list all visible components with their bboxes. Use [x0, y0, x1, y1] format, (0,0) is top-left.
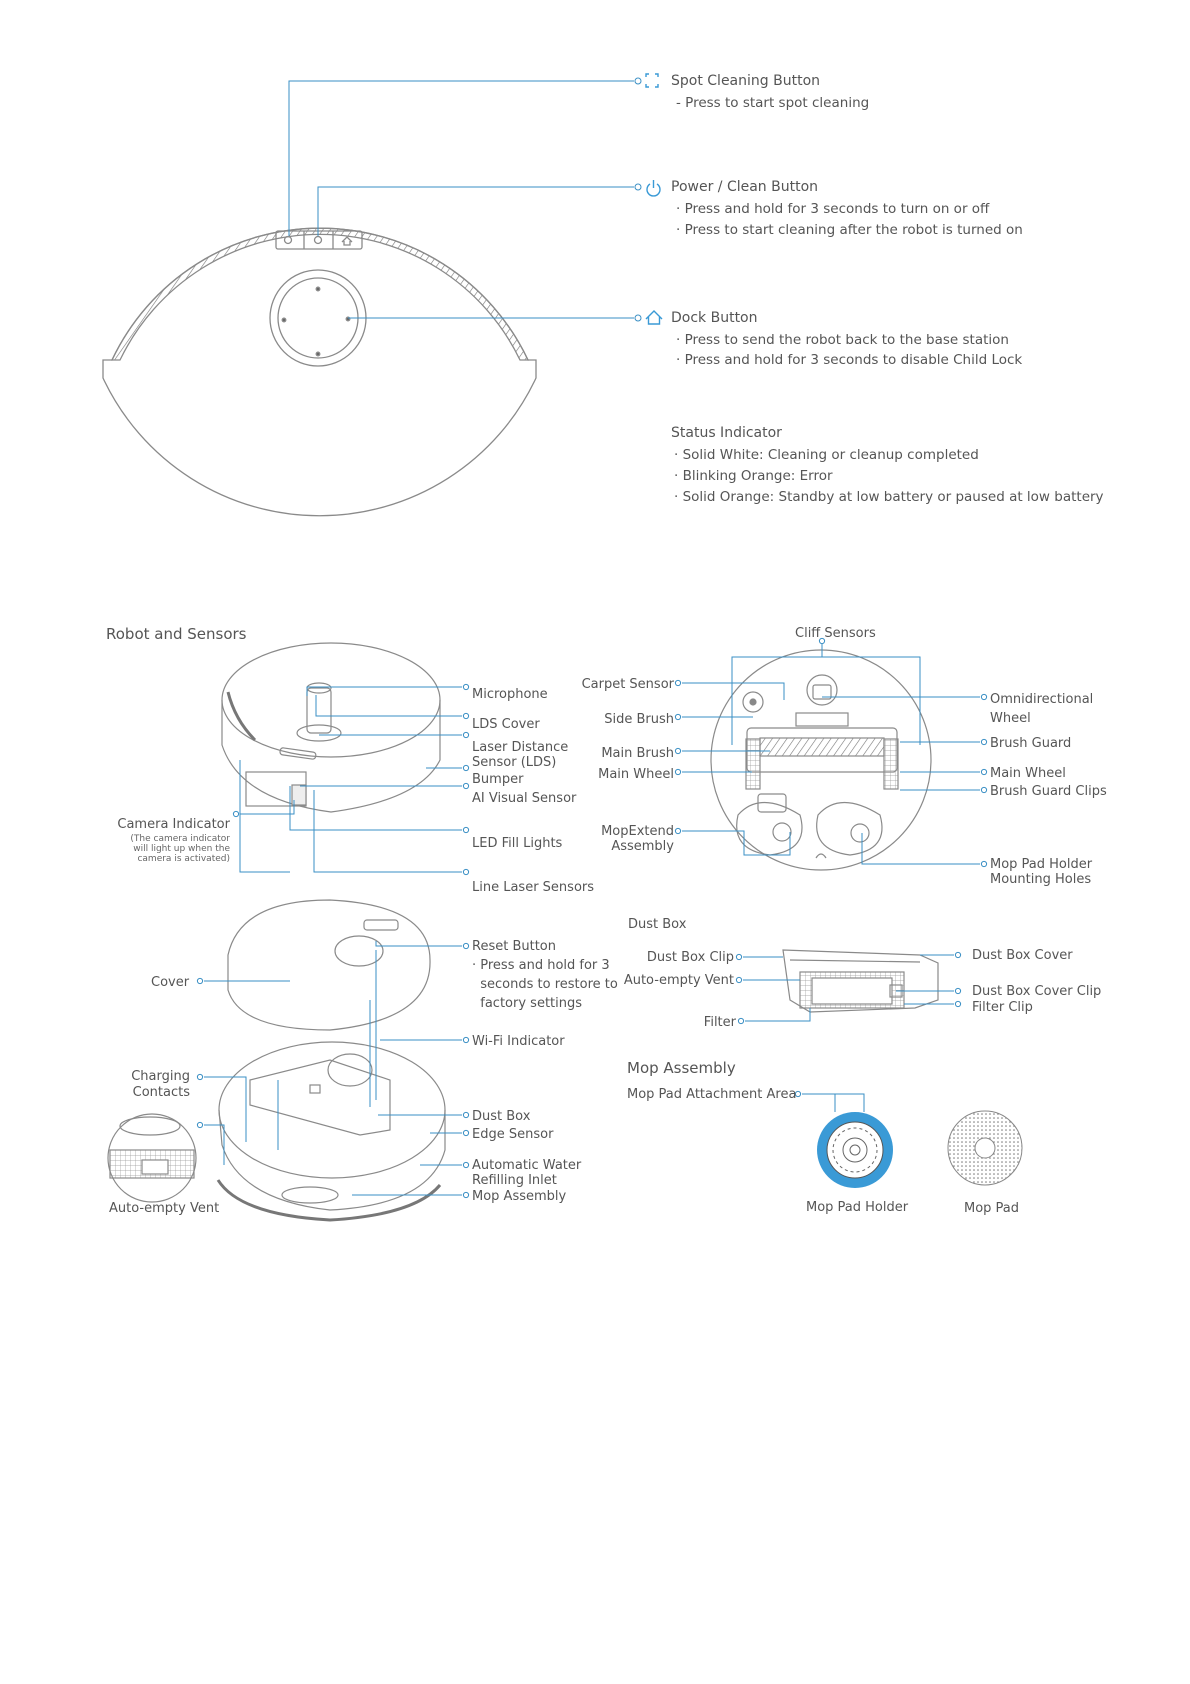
- label-mopextend: MopExtend Assembly: [601, 824, 674, 854]
- robot-bottom-view: [710, 649, 932, 871]
- label-cliff-sensors: Cliff Sensors: [795, 626, 876, 641]
- dock-button-desc-2: · Press and hold for 3 seconds to disabl…: [676, 352, 1023, 368]
- label-camera-indicator: Camera Indicator: [117, 817, 230, 832]
- camera-indicator-note: (The camera indicator will light up when…: [130, 834, 230, 864]
- label-mop-assembly-open: Mop Assembly: [472, 1189, 567, 1204]
- home-icon: [645, 310, 663, 325]
- robot-sensors-heading: Robot and Sensors: [106, 625, 247, 643]
- label-mop-pad: Mop Pad: [964, 1201, 1020, 1216]
- bottom-leaders: [674, 637, 988, 868]
- button-panel: [275, 230, 363, 250]
- label-filter: Filter: [703, 1015, 736, 1030]
- label-dust-box-cover-clip: Dust Box Cover Clip: [972, 984, 1102, 999]
- status-line-3: · Solid Orange: Standby at low battery o…: [674, 489, 1104, 505]
- label-bumper: Bumper: [472, 772, 524, 787]
- dust-box-heading: Dust Box: [628, 917, 687, 932]
- label-main-wheel-left: Main Wheel: [598, 767, 674, 782]
- cover-shape: [227, 899, 431, 1031]
- label-dust-box-clip: Dust Box Clip: [646, 950, 734, 965]
- status-line-1: · Solid White: Cleaning or cleanup compl…: [674, 447, 979, 463]
- bumper-hatch: [110, 227, 530, 361]
- robot-top-view: [102, 227, 537, 517]
- label-ai-visual-sensor: AI Visual Sensor: [472, 791, 577, 806]
- label-brush-guard-clips: Brush Guard Clips: [990, 784, 1107, 799]
- label-main-wheel-right: Main Wheel: [990, 766, 1066, 781]
- label-cover: Cover: [151, 975, 190, 990]
- mop-leaders: [794, 1090, 865, 1112]
- top-icons: [645, 73, 663, 325]
- label-dust-box-cover: Dust Box Cover: [972, 948, 1073, 963]
- label-dust-auto-empty-vent: Auto-empty Vent: [623, 973, 734, 988]
- mop-pad-drawing: [947, 1110, 1023, 1186]
- reset-button-desc: · Press and hold for 3 seconds to restor…: [472, 958, 618, 1011]
- label-omni-wheel: Omnidirectional Wheel: [990, 692, 1094, 726]
- power-button-desc-1: · Press and hold for 3 seconds to turn o…: [676, 201, 990, 217]
- spot-icon: [645, 73, 659, 88]
- mop-holder-drawing: [817, 1112, 893, 1188]
- spot-button-title: Spot Cleaning Button: [671, 73, 821, 89]
- dust-leaders: [735, 951, 962, 1025]
- label-led-fill-lights: LED Fill Lights: [472, 836, 563, 851]
- status-indicator-title: Status Indicator: [671, 425, 782, 441]
- spot-button-mark: [283, 235, 293, 245]
- label-carpet-sensor: Carpet Sensor: [581, 677, 674, 692]
- open-leaders: [196, 941, 470, 1199]
- label-side-brush: Side Brush: [604, 712, 674, 727]
- mop-assembly-heading: Mop Assembly: [627, 1059, 736, 1077]
- label-mop-pad-holder: Mop Pad Holder: [806, 1200, 909, 1215]
- label-lds: Laser Distance Sensor (LDS): [472, 740, 569, 770]
- label-lds-cover: LDS Cover: [472, 717, 540, 732]
- sensors-leaders: [232, 683, 470, 876]
- label-reset-button: Reset Button: [472, 939, 556, 954]
- label-edge-sensor: Edge Sensor: [472, 1127, 554, 1142]
- label-auto-empty-vent-open: Auto-empty Vent: [109, 1201, 220, 1216]
- label-filter-clip: Filter Clip: [972, 1000, 1033, 1015]
- spot-button-desc: - Press to start spot cleaning: [676, 95, 870, 111]
- label-auto-water-inlet: Automatic Water Refilling Inlet: [472, 1158, 582, 1188]
- label-dust-box-open: Dust Box: [472, 1109, 531, 1124]
- label-brush-guard: Brush Guard: [990, 736, 1072, 751]
- robot-open-view: [216, 899, 446, 1222]
- power-button-desc-2: · Press to start cleaning after the robo…: [676, 222, 1023, 238]
- power-button-title: Power / Clean Button: [671, 179, 819, 195]
- label-mop-attach-area: Mop Pad Attachment Area: [627, 1087, 797, 1102]
- robot-perspective: [221, 642, 441, 813]
- label-mop-holder-holes: Mop Pad Holder Mounting Holes: [990, 857, 1093, 887]
- charging-inset: [107, 1113, 197, 1203]
- label-microphone: Microphone: [472, 687, 548, 702]
- dock-button-desc-1: · Press to send the robot back to the ba…: [676, 332, 1009, 348]
- status-line-2: · Blinking Orange: Error: [674, 468, 833, 484]
- label-wifi-indicator: Wi-Fi Indicator: [472, 1034, 565, 1049]
- label-charging-contacts: Charging Contacts: [131, 1069, 190, 1100]
- top-leaders: [288, 77, 642, 322]
- robot-body-outline: [102, 227, 537, 517]
- power-icon: [646, 180, 661, 197]
- power-button-mark: [313, 235, 323, 245]
- dust-box-drawing: [782, 949, 939, 1013]
- label-line-laser: Line Laser Sensors: [472, 880, 595, 895]
- dock-button-title: Dock Button: [671, 310, 758, 326]
- label-main-brush: Main Brush: [601, 746, 674, 761]
- dock-button-mark: [341, 236, 353, 246]
